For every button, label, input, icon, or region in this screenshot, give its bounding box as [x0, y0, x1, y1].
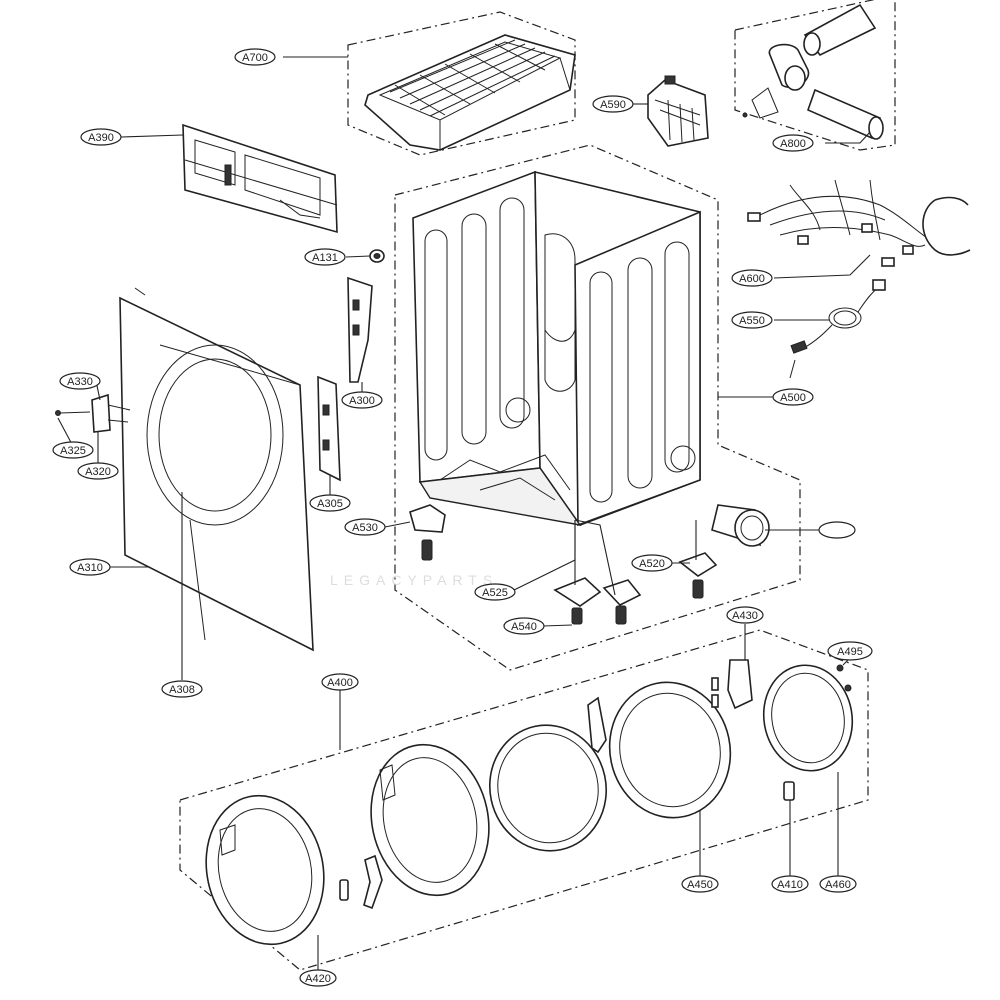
- door-handle-part: [339, 854, 383, 910]
- callout-label-a525: A525: [482, 587, 508, 599]
- callout-label-a305: A305: [317, 498, 343, 510]
- callout-A308: A308: [161, 680, 203, 698]
- door-glass-part: [488, 724, 608, 852]
- leveling-foot-center-part: [602, 579, 642, 625]
- callout-A590: A590: [592, 95, 634, 113]
- callout-label-a300: A300: [349, 395, 375, 407]
- callout-A310: A310: [69, 558, 111, 576]
- leveling-foot-right-part: [678, 552, 718, 599]
- callout-A550: A550: [731, 311, 773, 329]
- dryer-rack-part: [364, 34, 576, 151]
- callout-A520: A520: [631, 554, 673, 572]
- callout-label-a540: A540: [511, 621, 537, 633]
- callout-label-a390: A390: [88, 132, 114, 144]
- door-latch-strike-part: [783, 781, 795, 801]
- panel-bracket-lower-part: [317, 375, 341, 482]
- callout-A495: A495: [827, 641, 873, 661]
- door-hinge-part: [55, 393, 131, 433]
- wire-harness-part: [747, 179, 971, 267]
- callout-A800: A800: [772, 134, 814, 152]
- group-box-door: [179, 629, 869, 971]
- group-box-cabinet: [394, 144, 801, 671]
- callout-label-a430: A430: [732, 610, 758, 622]
- callout-label-a495: A495: [837, 646, 863, 658]
- callout-A600: A600: [731, 269, 773, 287]
- callout-label-a420: A420: [305, 973, 331, 985]
- callout-label-a308: A308: [169, 684, 195, 696]
- callout-label-a700: A700: [242, 52, 268, 64]
- callout-label-a131: A131: [312, 252, 338, 264]
- door-frame-part: [370, 743, 490, 897]
- callout-A430: A430: [726, 606, 764, 624]
- callout-A525: A525: [474, 583, 516, 601]
- exhaust-outlet-part: [711, 504, 770, 547]
- control-panel-bracket-part: [182, 123, 338, 234]
- callout-label-a310: A310: [77, 562, 103, 574]
- cabinet-assembly-part: [412, 170, 701, 527]
- callout-A390: A390: [80, 128, 122, 146]
- callout-label-a330: A330: [67, 376, 93, 388]
- watermark-text: LEGACYPARTS: [330, 572, 498, 588]
- callout-A530: A530: [344, 518, 386, 536]
- door-hinge-assembly-part: [711, 659, 753, 710]
- callout-label-a320: A320: [85, 466, 111, 478]
- callout-label-a800: A800: [780, 138, 806, 150]
- door-screw-part: [836, 664, 852, 692]
- callout-A300: A300: [341, 391, 383, 409]
- callout-A330: A330: [59, 372, 101, 390]
- callout-label-a460: A460: [825, 879, 851, 891]
- callout-A700: A700: [234, 48, 276, 66]
- callout-label-a600: A600: [739, 273, 765, 285]
- callout-A305: A305: [309, 494, 351, 512]
- callout-A320: A320: [77, 462, 119, 480]
- callout-A420: A420: [299, 969, 337, 987]
- callout-label-a325: A325: [60, 445, 86, 457]
- door-outer-ring-part: [205, 794, 325, 946]
- panel-bracket-upper-part: [347, 276, 373, 383]
- group-box-duct: [734, 0, 896, 151]
- callout-label-a400: A400: [327, 677, 353, 689]
- exhaust-duct-part: [742, 3, 884, 140]
- callout-A500: A500: [772, 388, 814, 406]
- power-cord-part: [789, 279, 886, 379]
- callout-label-a590: A590: [600, 99, 626, 111]
- callout-blank: [818, 521, 856, 539]
- callout-label-a530: A530: [352, 522, 378, 534]
- leveling-foot-front-left-part: [409, 504, 446, 561]
- group-box-top-rack: [347, 11, 576, 156]
- cabinet-grommet-part: [369, 249, 385, 263]
- callout-A540: A540: [503, 617, 545, 635]
- front-panel-part: [119, 287, 314, 652]
- callout-label-a500: A500: [780, 392, 806, 404]
- callout-A460: A460: [819, 875, 857, 893]
- leader-lines: [57, 56, 871, 970]
- door-gasket-part: [762, 664, 854, 772]
- callout-A400: A400: [321, 673, 359, 691]
- callout-A450: A450: [681, 875, 719, 893]
- callout-label-a410: A410: [777, 879, 803, 891]
- callout-A131: A131: [304, 248, 346, 266]
- callout-label-a550: A550: [739, 315, 765, 327]
- leveling-foot-rear-part: [553, 577, 602, 625]
- callout-A410: A410: [771, 875, 809, 893]
- callout-label-a520: A520: [639, 558, 665, 570]
- filter-housing-part: [647, 75, 709, 147]
- callout-A325: A325: [52, 441, 94, 459]
- callout-label-a450: A450: [687, 879, 713, 891]
- door-inner-frame-part: [587, 681, 732, 819]
